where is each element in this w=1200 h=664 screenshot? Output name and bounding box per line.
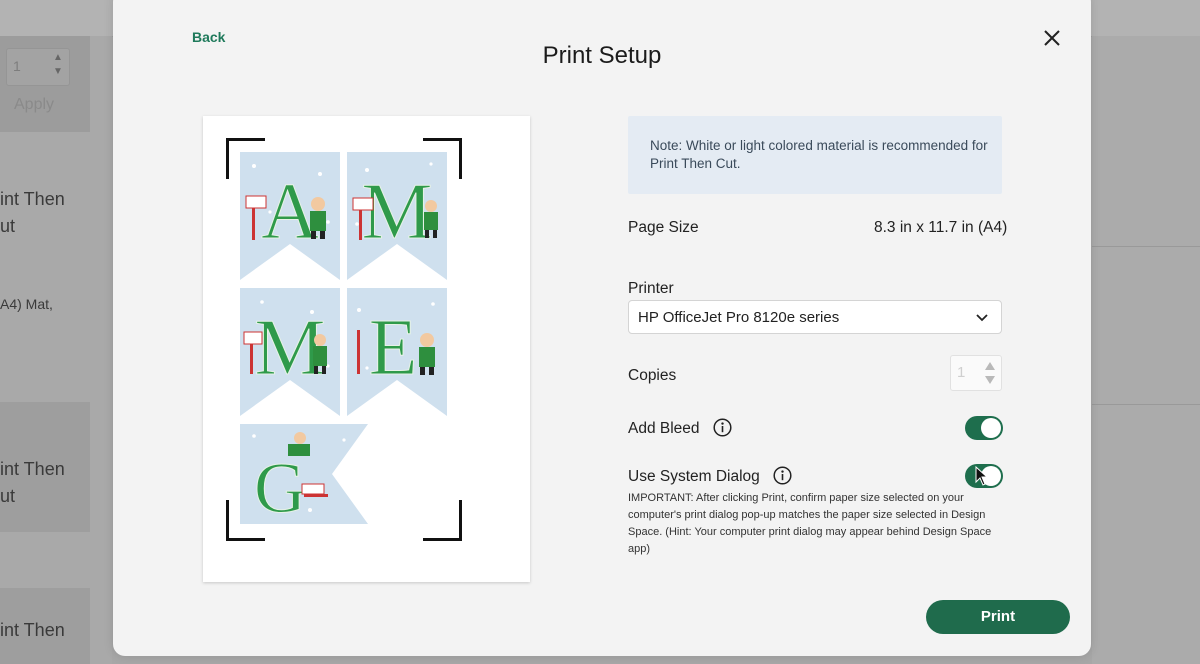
printer-label: Printer [628,280,674,297]
background-item-label: int Then [0,620,65,640]
info-icon[interactable] [773,466,792,485]
mouse-cursor-icon [975,466,989,486]
copies-label: Copies [628,367,677,384]
background-divider [1092,404,1200,405]
material-note: Note: White or light colored material is… [628,116,1002,194]
print-preview-page: A M M E [203,116,530,582]
background-divider [1092,246,1200,247]
pennant-image: M [240,288,340,416]
copies-stepper[interactable]: 1 [950,355,1002,391]
toggle-knob [981,466,1001,486]
background-item-label: int Then ut [0,189,65,236]
info-icon[interactable] [713,418,732,437]
background-band [0,588,90,664]
printer-select-value: HP OfficeJet Pro 8120e series [638,309,840,326]
background-stepper-panel: 1 ▲ ▼ Apply [0,36,90,132]
pennant-image: G [240,424,368,524]
background-item-label: A4) Mat, [0,296,53,312]
stepper-arrows-icon[interactable] [984,360,996,386]
close-icon[interactable] [1038,24,1066,52]
pennant-letter: G [254,448,306,524]
background-apply-button: Apply [14,96,55,113]
background-band [0,402,90,532]
print-button[interactable]: Print [926,600,1070,634]
pennant-letter: A [261,168,319,256]
registration-mark [226,500,265,541]
printer-select[interactable]: HP OfficeJet Pro 8120e series [628,300,1002,334]
page-size-value: 8.3 in x 11.7 in (A4) [874,219,1008,236]
back-button[interactable]: Back [192,29,226,45]
use-system-dialog-label: Use System Dialog [628,468,760,485]
page-size-label: Page Size [628,219,699,236]
add-bleed-toggle[interactable] [965,416,1003,440]
background-left-panel [0,36,112,664]
add-bleed-label: Add Bleed [628,420,700,437]
modal-title: Print Setup [542,42,662,69]
pennant-image: E [347,288,447,416]
print-setup-modal: Back Print Setup A M [113,0,1091,656]
background-item-label: int Then ut [0,459,65,506]
registration-mark [423,138,462,179]
pennant-letter: E [369,304,418,392]
registration-mark [226,138,265,179]
pennant-image: A [240,152,340,280]
important-note: IMPORTANT: After clicking Print, confirm… [628,492,992,555]
toggle-knob [981,418,1001,438]
copies-value: 1 [957,364,966,381]
registration-mark [423,500,462,541]
pennant-image: M [347,152,447,280]
background-right-panel [1092,36,1200,664]
background-stepper-value: 1 [13,58,21,74]
background-stepper-up-icon: ▲ [53,52,63,63]
pennant-letter: M [361,168,432,256]
material-note-text: Note: White or light colored material is… [650,138,988,171]
background-stepper: 1 ▲ ▼ [6,48,70,86]
background-stepper-down-icon: ▼ [53,66,63,77]
chevron-down-icon [976,314,988,322]
